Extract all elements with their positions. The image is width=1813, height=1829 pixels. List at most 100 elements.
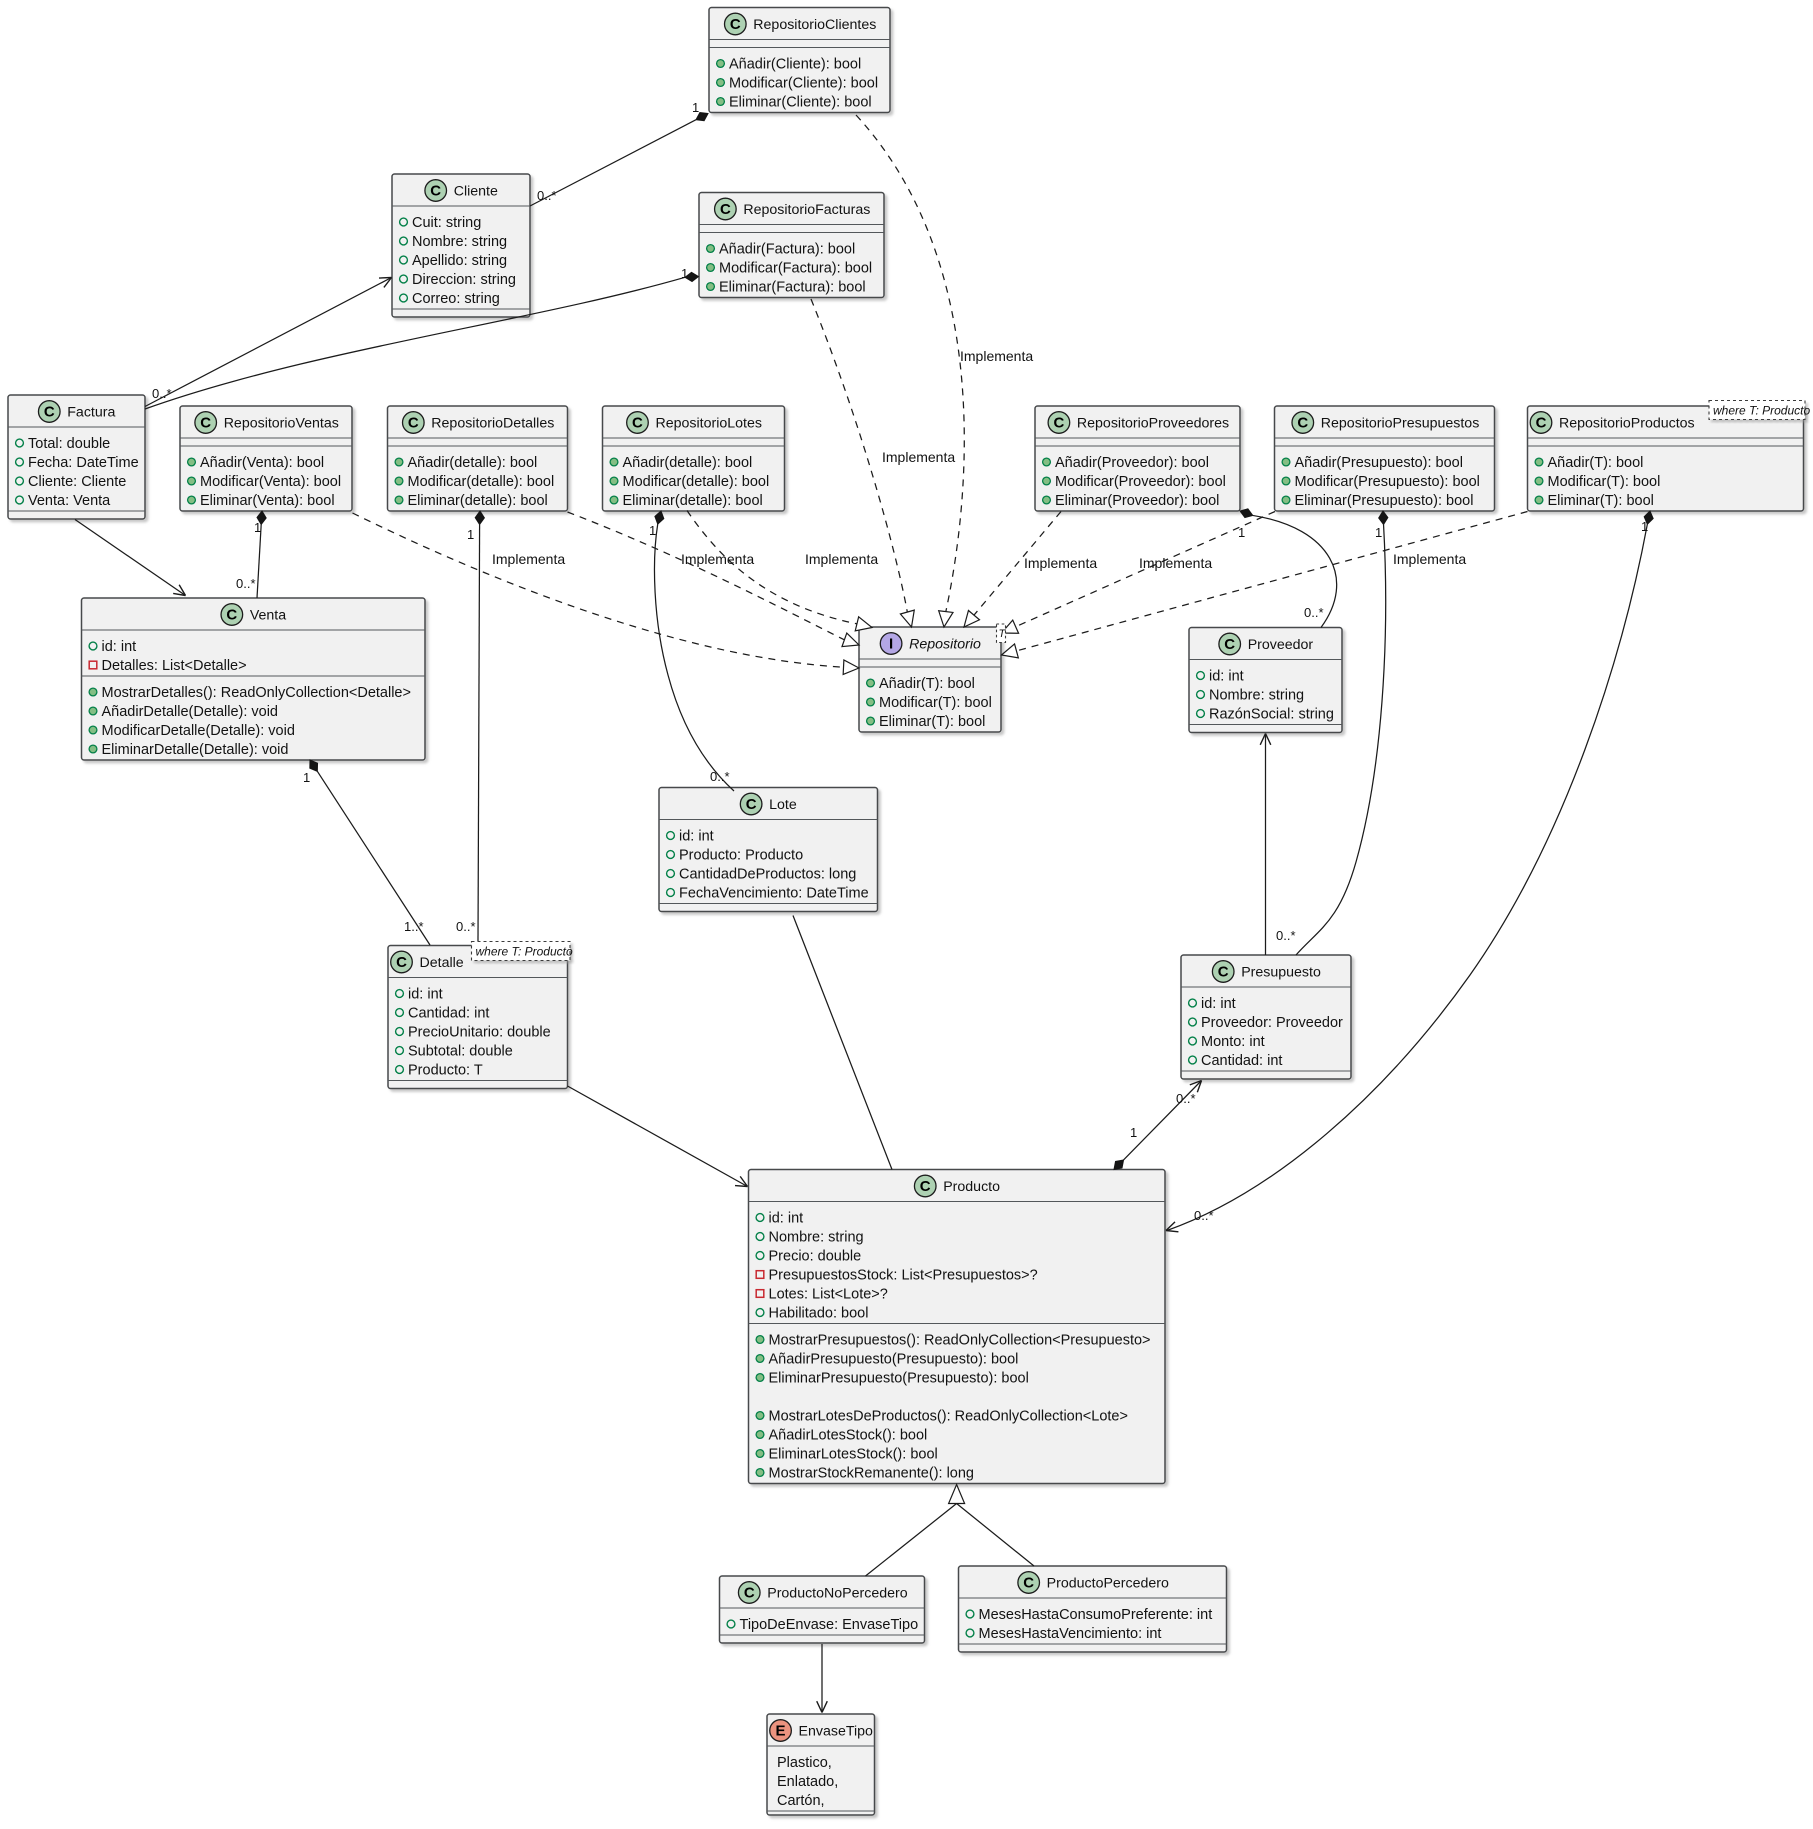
svg-text:id: int: id: int — [102, 639, 137, 655]
svg-text:Eliminar(T): bool: Eliminar(T): bool — [879, 714, 985, 730]
svg-text:RepositorioPresupuestos: RepositorioPresupuestos — [1321, 416, 1480, 432]
svg-text:Nombre: string: Nombre: string — [769, 1230, 864, 1246]
svg-text:1: 1 — [1130, 1125, 1137, 1140]
svg-text:1: 1 — [1375, 525, 1382, 540]
svg-text:C: C — [1224, 636, 1235, 653]
svg-text:0..*: 0..* — [1176, 1091, 1196, 1106]
svg-text:Eliminar(detalle): bool: Eliminar(detalle): bool — [623, 493, 763, 509]
svg-text:Presupuesto: Presupuesto — [1241, 965, 1321, 981]
svg-text:Implementa: Implementa — [805, 551, 878, 567]
svg-text:C: C — [632, 415, 643, 432]
svg-text:Eliminar(Presupuesto): bool: Eliminar(Presupuesto): bool — [1295, 493, 1474, 509]
svg-text:1: 1 — [1238, 525, 1245, 540]
svg-text:C: C — [408, 415, 419, 432]
svg-text:Correo: string: Correo: string — [412, 291, 500, 307]
svg-text:Añadir(Cliente): bool: Añadir(Cliente): bool — [729, 57, 861, 73]
svg-text:Cantidad: int: Cantidad: int — [1201, 1053, 1282, 1069]
svg-text:MostrarLotesDeProductos(): Rea: MostrarLotesDeProductos(): ReadOnlyColle… — [769, 1409, 1128, 1425]
svg-text:RepositorioLotes: RepositorioLotes — [655, 416, 761, 432]
svg-text:EliminarLotesStock(): bool: EliminarLotesStock(): bool — [769, 1447, 938, 1463]
svg-text:0..*: 0..* — [710, 769, 730, 784]
svg-text:0..*: 0..* — [456, 919, 476, 934]
svg-text:C: C — [1536, 415, 1547, 432]
svg-text:C: C — [1023, 1575, 1034, 1592]
svg-text:C: C — [200, 415, 211, 432]
svg-text:Modificar(T): bool: Modificar(T): bool — [879, 695, 992, 711]
svg-text:Modificar(Proveedor): bool: Modificar(Proveedor): bool — [1055, 474, 1226, 490]
svg-text:EnvaseTipo: EnvaseTipo — [799, 1724, 874, 1740]
svg-text:Modificar(detalle): bool: Modificar(detalle): bool — [408, 474, 555, 490]
svg-text:Monto: int: Monto: int — [1201, 1034, 1265, 1050]
svg-text:MesesHastaConsumoPreferente: i: MesesHastaConsumoPreferente: int — [979, 1607, 1213, 1623]
svg-text:id: int: id: int — [769, 1211, 804, 1227]
svg-text:1: 1 — [681, 266, 688, 281]
svg-text:C: C — [746, 796, 757, 813]
svg-text:Venta: Venta — [250, 608, 286, 624]
svg-text:Añadir(detalle): bool: Añadir(detalle): bool — [408, 455, 538, 471]
svg-text:Proveedor: Proveedor: Proveedor: Proveedor — [1201, 1015, 1343, 1031]
svg-text:Proveedor: Proveedor — [1248, 637, 1314, 653]
svg-text:Fecha: DateTime: Fecha: DateTime — [28, 455, 139, 471]
svg-text:EliminarPresupuesto(Presupuest: EliminarPresupuesto(Presupuesto): bool — [769, 1371, 1029, 1387]
svg-text:Nombre: string: Nombre: string — [412, 234, 507, 250]
svg-text:MostrarPresupuestos(): ReadOnl: MostrarPresupuestos(): ReadOnlyCollectio… — [769, 1333, 1151, 1349]
svg-text:E: E — [776, 1723, 786, 1740]
svg-text:Implementa: Implementa — [492, 551, 565, 567]
svg-text:RepositorioVentas: RepositorioVentas — [224, 416, 339, 432]
svg-text:ModificarDetalle(Detalle): voi: ModificarDetalle(Detalle): void — [102, 723, 295, 739]
svg-text:id: int: id: int — [408, 987, 443, 1003]
svg-text:Eliminar(detalle): bool: Eliminar(detalle): bool — [408, 493, 548, 509]
svg-text:AñadirDetalle(Detalle): void: AñadirDetalle(Detalle): void — [102, 704, 279, 720]
svg-text:RepositorioDetalles: RepositorioDetalles — [431, 416, 554, 432]
svg-text:Direccion: string: Direccion: string — [412, 272, 516, 288]
svg-text:Añadir(T): bool: Añadir(T): bool — [1548, 455, 1644, 471]
svg-text:Cartón,: Cartón, — [777, 1793, 825, 1809]
svg-text:Detalles: List<Detalle>: Detalles: List<Detalle> — [102, 658, 247, 674]
svg-text:Producto: T: Producto: T — [408, 1063, 483, 1079]
svg-text:Añadir(Presupuesto): bool: Añadir(Presupuesto): bool — [1295, 455, 1463, 471]
svg-text:C: C — [920, 1178, 931, 1195]
svg-text:Producto: Producto — [943, 1179, 1000, 1195]
svg-text:Nombre: string: Nombre: string — [1209, 688, 1304, 704]
svg-text:C: C — [720, 201, 731, 218]
svg-text:MostrarDetalles(): ReadOnlyCol: MostrarDetalles(): ReadOnlyCollection<De… — [102, 685, 411, 701]
svg-text:PrecioUnitario: double: PrecioUnitario: double — [408, 1025, 551, 1041]
svg-text:I: I — [889, 636, 893, 653]
svg-text:0..*: 0..* — [236, 576, 256, 591]
svg-text:Eliminar(Factura): bool: Eliminar(Factura): bool — [719, 280, 866, 296]
svg-text:Añadir(detalle): bool: Añadir(detalle): bool — [623, 455, 753, 471]
svg-text:Implementa: Implementa — [960, 348, 1033, 364]
svg-text:where T: Producto: where T: Producto — [476, 945, 573, 959]
svg-text:ProductoNoPercedero: ProductoNoPercedero — [767, 1586, 907, 1602]
svg-text:MostrarStockRemanente(): long: MostrarStockRemanente(): long — [769, 1466, 975, 1482]
svg-text:Subtotal: double: Subtotal: double — [408, 1044, 513, 1060]
svg-text:Cliente: Cliente — [454, 184, 498, 200]
svg-text:Apellido: string: Apellido: string — [412, 253, 507, 269]
svg-text:Modificar(Presupuesto): bool: Modificar(Presupuesto): bool — [1295, 474, 1480, 490]
svg-text:RepositorioProveedores: RepositorioProveedores — [1077, 416, 1229, 432]
svg-text:C: C — [730, 16, 741, 33]
svg-text:Implementa: Implementa — [1393, 551, 1466, 567]
svg-text:RazónSocial: string: RazónSocial: string — [1209, 707, 1334, 723]
svg-text:1: 1 — [467, 527, 474, 542]
svg-text:1: 1 — [1641, 519, 1648, 534]
svg-text:Eliminar(T): bool: Eliminar(T): bool — [1548, 493, 1654, 509]
svg-text:1..*: 1..* — [404, 919, 424, 934]
svg-text:Venta: Venta: Venta: Venta — [28, 493, 111, 509]
svg-text:Lotes: List<Lote>?: Lotes: List<Lote>? — [769, 1287, 888, 1303]
svg-text:C: C — [1297, 415, 1308, 432]
svg-text:Plastico,: Plastico, — [777, 1755, 832, 1771]
svg-text:where T: Producto: where T: Producto — [1713, 404, 1810, 418]
svg-text:Habilitado: bool: Habilitado: bool — [769, 1306, 869, 1322]
svg-text:T: T — [999, 628, 1007, 640]
svg-text:C: C — [1053, 415, 1064, 432]
svg-text:ProductoPercedero: ProductoPercedero — [1047, 1576, 1169, 1592]
svg-text:Eliminar(Cliente): bool: Eliminar(Cliente): bool — [729, 95, 872, 111]
svg-text:Cantidad: int: Cantidad: int — [408, 1006, 489, 1022]
svg-text:Modificar(Cliente): bool: Modificar(Cliente): bool — [729, 76, 878, 92]
svg-text:MesesHastaVencimiento: int: MesesHastaVencimiento: int — [979, 1626, 1162, 1642]
svg-text:id: int: id: int — [679, 829, 714, 845]
svg-text:Repositorio: Repositorio — [909, 637, 981, 653]
svg-text:1: 1 — [692, 100, 699, 115]
svg-text:C: C — [226, 607, 237, 624]
